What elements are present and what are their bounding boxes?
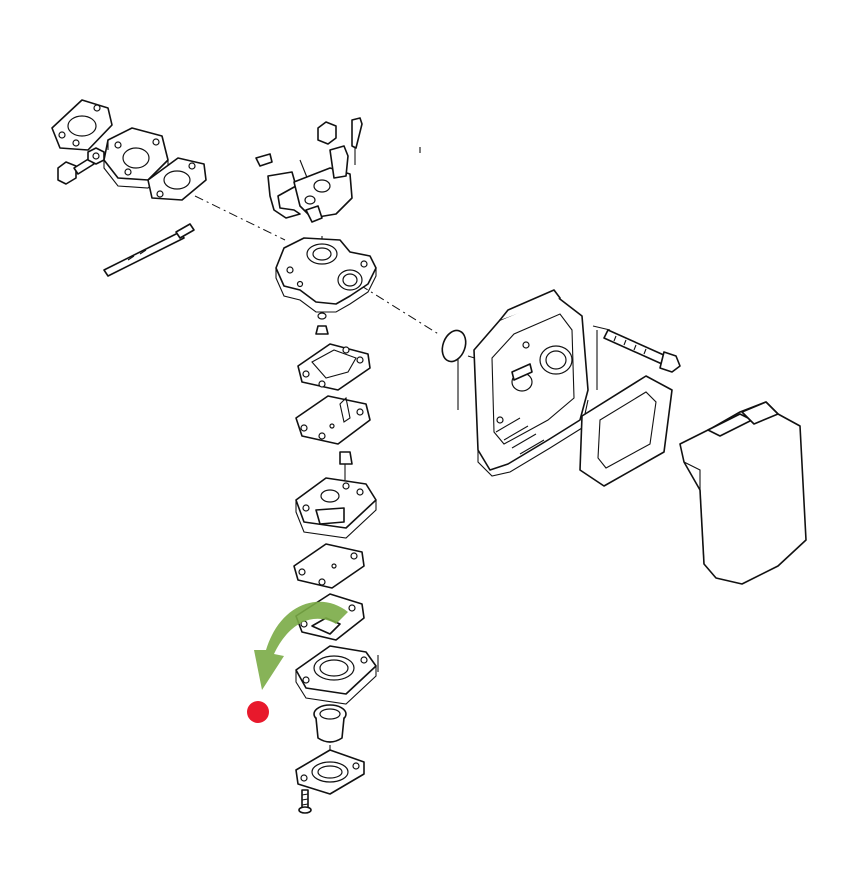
primer-bulb bbox=[313, 704, 347, 743]
cover-screw bbox=[298, 789, 312, 814]
mount-nut bbox=[87, 147, 105, 165]
intake-gasket bbox=[51, 99, 113, 151]
curved-arrow-icon bbox=[254, 601, 348, 690]
choke-lever-assembly bbox=[255, 117, 363, 223]
mount-bolt bbox=[57, 157, 95, 185]
pump-gasket bbox=[295, 395, 371, 445]
foam-filter bbox=[579, 375, 673, 487]
throttle-cable bbox=[103, 223, 195, 277]
long-bolt bbox=[603, 329, 681, 373]
carb-gasket bbox=[147, 157, 207, 201]
metering-diaphragm bbox=[293, 543, 365, 589]
removal-arrow-annotation bbox=[254, 601, 348, 690]
primer-body bbox=[295, 645, 377, 705]
assembly-centerlines bbox=[194, 147, 611, 758]
air-cleaner-base bbox=[473, 289, 589, 477]
red-marker-dot bbox=[247, 701, 269, 723]
insulator-spacer bbox=[103, 127, 169, 189]
air-cleaner-cover bbox=[679, 401, 807, 585]
o-ring bbox=[441, 329, 467, 363]
primer-retainer bbox=[295, 749, 365, 795]
small-fitting bbox=[315, 312, 329, 335]
pump-diaphragm bbox=[297, 343, 371, 391]
carburetor-body bbox=[275, 237, 377, 313]
metering-body bbox=[295, 451, 377, 539]
